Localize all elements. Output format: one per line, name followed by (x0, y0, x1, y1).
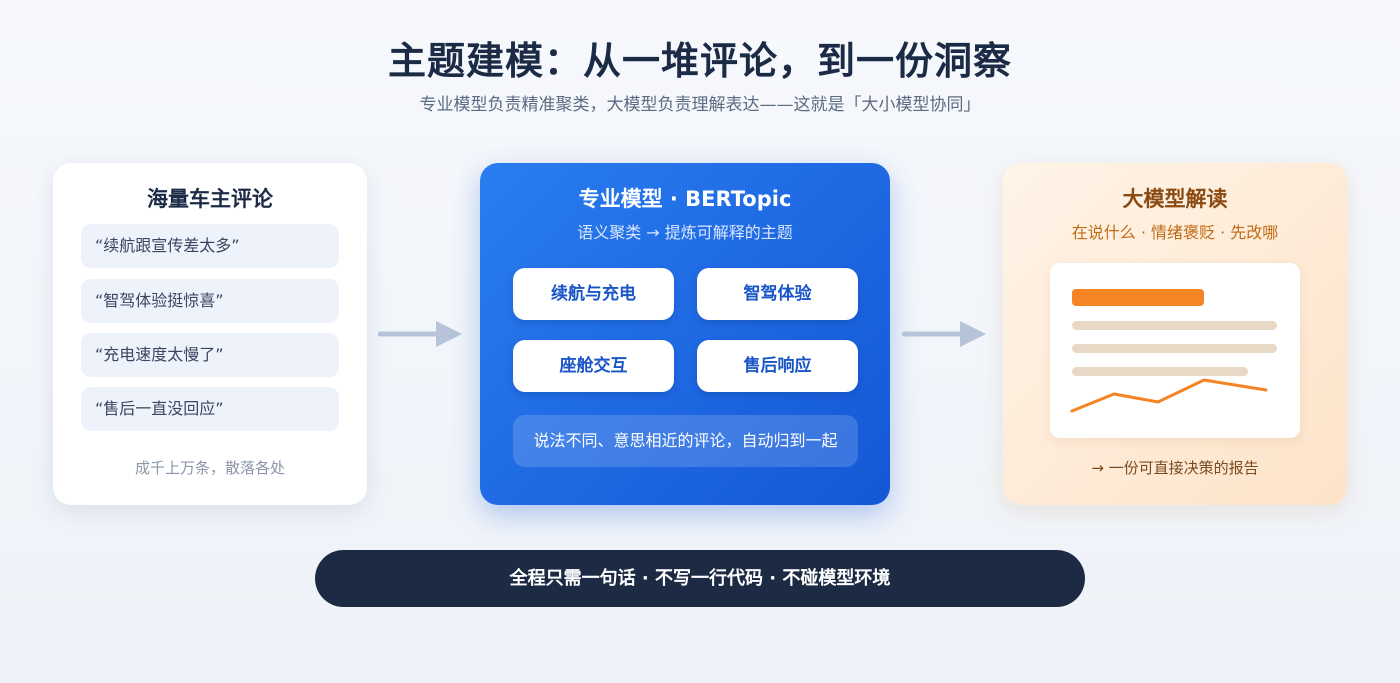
reviews-card-title: 海量车主评论 (147, 187, 273, 211)
arrow-right-icon (378, 321, 462, 347)
llm-card-footer: → 一份可直接决策的报告 (1091, 459, 1259, 477)
review-item: “售后一直没回应” (81, 387, 339, 431)
topic-chip-range-charging: 续航与充电 (513, 268, 674, 320)
review-item: “充电速度太慢了” (81, 333, 339, 377)
page-title: 主题建模：从一堆评论，到一份洞察 (387, 39, 1012, 83)
bertopic-card: 专业模型 · BERTopic 语义聚类 → 提炼可解释的主题 续航与充电 智驾… (480, 163, 890, 505)
topic-chip-cockpit: 座舱交互 (513, 340, 674, 392)
llm-card-subtitle: 在说什么 · 情绪褒贬 · 先改哪 (1071, 223, 1279, 242)
topic-chip-after-sales: 售后响应 (697, 340, 858, 392)
review-item: “续航跟宣传差太多” (81, 224, 339, 268)
llm-card-title: 大模型解读 (1122, 187, 1228, 211)
bertopic-card-note: 说法不同、意思相近的评论，自动归到一起 (513, 415, 858, 467)
bertopic-card-subtitle: 语义聚类 → 提炼可解释的主题 (577, 223, 793, 242)
llm-card: 大模型解读 在说什么 · 情绪褒贬 · 先改哪 → 一份可直接决策的报告 (1003, 163, 1347, 505)
arrow-right-icon (902, 321, 986, 347)
report-chart-icon (1070, 289, 1277, 413)
topic-chip-smart-driving: 智驾体验 (697, 268, 858, 320)
reviews-card-footer: 成千上万条，散落各处 (134, 459, 285, 477)
page-subtitle: 专业模型负责精准聚类，大模型负责理解表达——这就是「大小模型协同」 (419, 95, 981, 115)
reviews-card: 海量车主评论 “续航跟宣传差太多” “智驾体验挺惊喜” “充电速度太慢了” “售… (53, 163, 367, 505)
report-illustration (1050, 263, 1300, 438)
bertopic-card-title: 专业模型 · BERTopic (578, 187, 792, 211)
review-item: “智驾体验挺惊喜” (81, 279, 339, 323)
bottom-banner: 全程只需一句话 · 不写一行代码 · 不碰模型环境 (315, 550, 1085, 607)
